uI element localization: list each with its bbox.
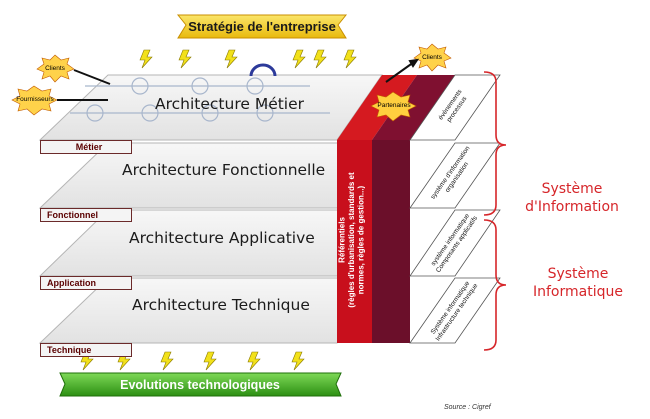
top-bolts <box>139 49 357 69</box>
bolt-icon <box>247 351 261 371</box>
layer-planes <box>38 74 383 344</box>
side-panel-application <box>409 209 501 277</box>
arch-connector <box>249 63 277 77</box>
layer-tab-fonctionnel: Fonctionnel <box>40 208 132 222</box>
actor-bursts <box>11 43 452 122</box>
label-systeme-information-line2: d'Information <box>525 199 619 215</box>
layer-title-technique: Architecture Technique <box>132 296 310 314</box>
bolt-icon <box>203 351 217 371</box>
label-systeme-informatique: Système Informatique <box>518 265 638 301</box>
brace-systeme-informatique <box>483 219 507 351</box>
burst-partenaires <box>370 91 417 122</box>
side-panels <box>409 74 501 344</box>
layer-tab-metier: Métier <box>40 140 132 154</box>
evolutions-banner-label: Evolutions technologiques <box>120 378 280 392</box>
evolutions-banner <box>59 372 342 397</box>
actor-label-fournisseurs: Fournisseurs <box>16 96 54 103</box>
actor-arrows <box>57 58 420 101</box>
strategy-banner <box>176 14 348 39</box>
bolt-icon <box>291 351 305 371</box>
referentiels-text-line-2: (règles d'urbanisation, standards et <box>347 172 356 308</box>
process-graphic <box>70 77 330 122</box>
layer-title-fonctionnel: Architecture Fonctionnelle <box>122 161 326 179</box>
bolt-icon <box>224 49 238 69</box>
referentiels-text-line-3: normes, règles de gestion...) <box>357 185 366 294</box>
side-panel-metier <box>409 74 501 141</box>
bolt-icon <box>178 49 192 69</box>
layer-tab-technique: Technique <box>40 343 132 357</box>
label-systeme-information: Système d'Information <box>512 180 632 216</box>
label-systeme-informatique-line2: Informatique <box>533 284 623 300</box>
referentiels-text-line-1: Référentiels <box>338 217 347 263</box>
actor-label-clients-right: Clients <box>422 54 442 61</box>
bolt-icon <box>292 49 306 69</box>
layer-title-metier: Architecture Métier <box>155 95 305 113</box>
bolt-icon <box>313 49 327 69</box>
bolt-icon <box>139 49 153 69</box>
burst-fournisseurs <box>11 85 58 116</box>
maroon-column-front <box>372 140 410 343</box>
source-caption: Source : Cigref <box>444 404 491 411</box>
burst-clients-right <box>413 43 452 72</box>
bolt-icon <box>343 49 357 69</box>
label-systeme-informatique-line1: Système <box>547 266 609 282</box>
strategy-banner-label: Stratégie de l'entreprise <box>188 19 336 34</box>
actor-label-partenaires: Partenaires <box>377 102 411 109</box>
actor-label-clients-left: Clients <box>45 65 65 72</box>
side-panel-technique <box>409 277 501 344</box>
braces <box>483 71 507 351</box>
bolt-icon <box>160 351 174 371</box>
layer-title-applicative: Architecture Applicative <box>129 229 315 247</box>
label-systeme-information-line1: Système <box>541 181 603 197</box>
red-column-front <box>337 140 372 343</box>
layer-tab-application: Application <box>40 276 132 290</box>
brace-systeme-information <box>483 71 507 216</box>
burst-clients-left <box>36 54 75 83</box>
